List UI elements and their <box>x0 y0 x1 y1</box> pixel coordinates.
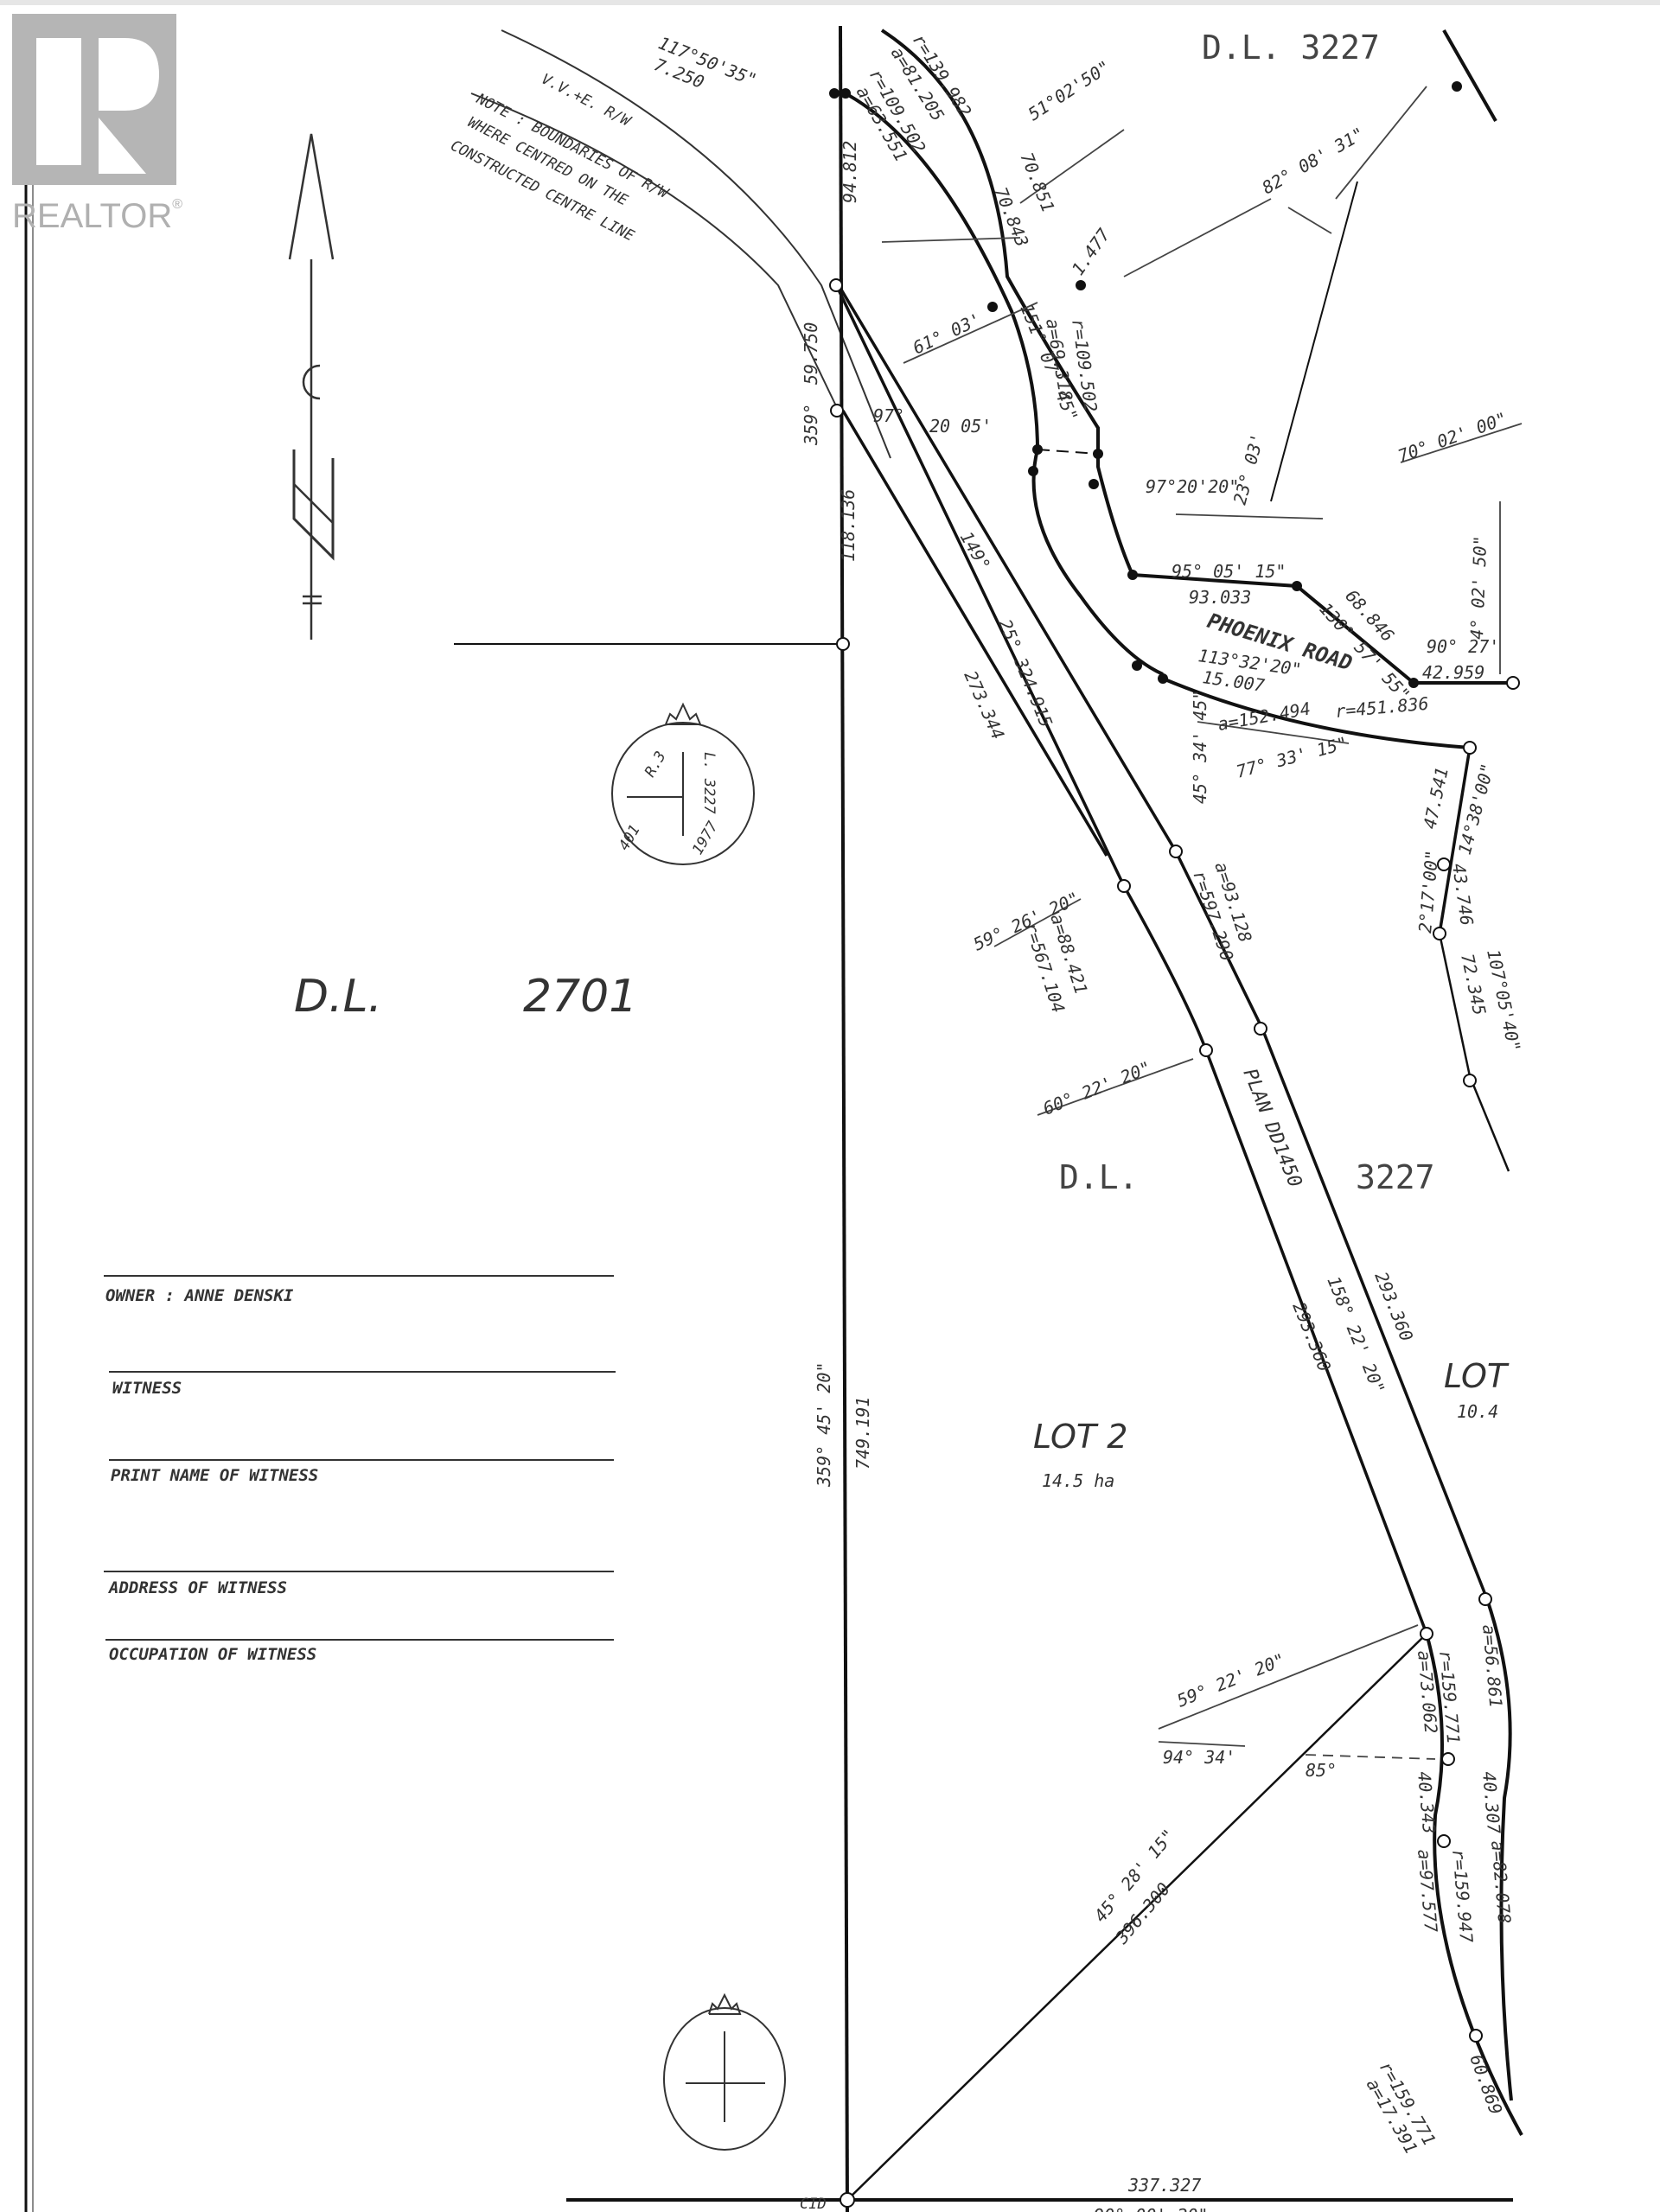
dim-label: r=451.836 <box>1334 693 1429 722</box>
legal-post-icon-upper <box>611 702 755 865</box>
realtor-logo: REALTOR® <box>12 14 182 235</box>
dim-label: 70.843 <box>990 184 1032 250</box>
dim-label: 94° 34' <box>1163 1747 1235 1768</box>
north-arrow-icon <box>288 133 335 640</box>
dim-label: 45° 34' 45" <box>1190 690 1210 804</box>
dim-label: 85° <box>1306 1760 1337 1781</box>
monument-upper-text: R.3 <box>642 749 670 781</box>
dl-3227-top-label: D.L. 3227 <box>1202 29 1380 67</box>
dim-label: 47.541 <box>1419 765 1452 831</box>
realtor-wordmark: REALTOR® <box>12 197 183 235</box>
lot-2-area: 14.5 ha <box>1042 1470 1114 1491</box>
dl-2701-number: 2701 <box>523 971 637 1023</box>
print-name-label: PRINT NAME OF WITNESS <box>111 1466 318 1485</box>
survey-points <box>829 81 1462 688</box>
dim-label: 40.343 <box>1414 1770 1440 1834</box>
dim-label: 42.959 <box>1422 662 1484 683</box>
dim-label: 51°02'50" <box>1025 56 1114 124</box>
dim-label: 60° 22' 20" <box>1040 1057 1154 1119</box>
dim-label: a=82.078 <box>1487 1839 1515 1924</box>
dim-label: 1.477 <box>1067 225 1114 279</box>
dim-label: 94.812 <box>840 141 860 203</box>
dim-label: r=159.947 <box>1448 1848 1477 1943</box>
dim-label: 359° 45' 20" <box>814 1362 834 1488</box>
dim-label: 293.360 <box>1288 1299 1335 1374</box>
dl-3227-mid-prefix: D.L. <box>1059 1158 1139 1196</box>
dim-label: 107°05'40" <box>1483 947 1525 1054</box>
lot-right-area: 10.4 <box>1457 1401 1498 1422</box>
dim-label: CID <box>800 2196 827 2212</box>
dim-label: 97°20'20" <box>1146 476 1239 497</box>
plan-reference-label: PLAN DD1450 <box>1238 1066 1306 1190</box>
dim-label: 97° <box>873 405 904 426</box>
dim-label: 4° 02' 50" <box>1466 535 1491 640</box>
dim-label: 59.750 <box>801 322 821 385</box>
dim-label: 23° 03' <box>1229 431 1268 507</box>
occupation-label: OCCUPATION OF WITNESS <box>109 1645 316 1664</box>
dim-label: 43.746 <box>1448 862 1478 927</box>
dim-label: a=56.861 <box>1478 1623 1506 1708</box>
dim-label: 61° 03' <box>910 309 985 358</box>
dim-label: 93.033 <box>1189 587 1251 608</box>
monument-upper-text: 1977 <box>689 818 722 857</box>
lot-right-label: LOT <box>1444 1357 1510 1395</box>
lot-2-label: LOT 2 <box>1033 1418 1127 1456</box>
owner-label: OWNER : ANNE DENSKI <box>105 1286 294 1305</box>
witness-label: WITNESS <box>112 1379 182 1398</box>
legal-post-icon-lower <box>663 1992 786 2151</box>
monument-upper-text: L. 3227 <box>700 752 718 814</box>
dim-label: 60.869 <box>1465 2052 1506 2118</box>
dim-label: 90° 00' 20" <box>1094 2205 1208 2212</box>
dim-label: 77° 33' 15" <box>1234 732 1350 781</box>
dim-label: 293.360 <box>1370 1269 1417 1344</box>
dim-label: 20 05' <box>929 416 992 437</box>
dim-label: 95° 05' 15" <box>1172 561 1286 582</box>
dim-label: 59° 22' 20" <box>1174 1649 1288 1712</box>
signature-lines <box>104 1275 616 1641</box>
top-border <box>0 0 1660 5</box>
dim-label: 70.851 <box>1016 150 1058 215</box>
survey-monuments <box>829 278 1520 2208</box>
realtor-r-icon <box>12 14 176 185</box>
dim-label: 337.327 <box>1127 2175 1201 2196</box>
address-label: ADDRESS OF WITNESS <box>107 1578 287 1597</box>
row-note-title: V.V.+E. R/W <box>539 71 635 131</box>
dim-label: 70° 02' 00" <box>1395 408 1510 467</box>
dim-label: 2°17'00" <box>1414 849 1442 934</box>
dim-label: 82° 08' 31" <box>1259 123 1369 198</box>
dim-label: 359° <box>801 404 821 446</box>
dim-label: 40.307 <box>1478 1770 1504 1834</box>
dim-label: 118.136 <box>838 489 859 562</box>
dl-3227-mid-number: 3227 <box>1356 1158 1435 1196</box>
dim-label: a=97.577 <box>1414 1848 1441 1933</box>
dl-2701-prefix: D.L. <box>294 971 382 1023</box>
dim-label: 90° 27' <box>1427 636 1499 657</box>
dim-label: 749.191 <box>852 1397 873 1469</box>
